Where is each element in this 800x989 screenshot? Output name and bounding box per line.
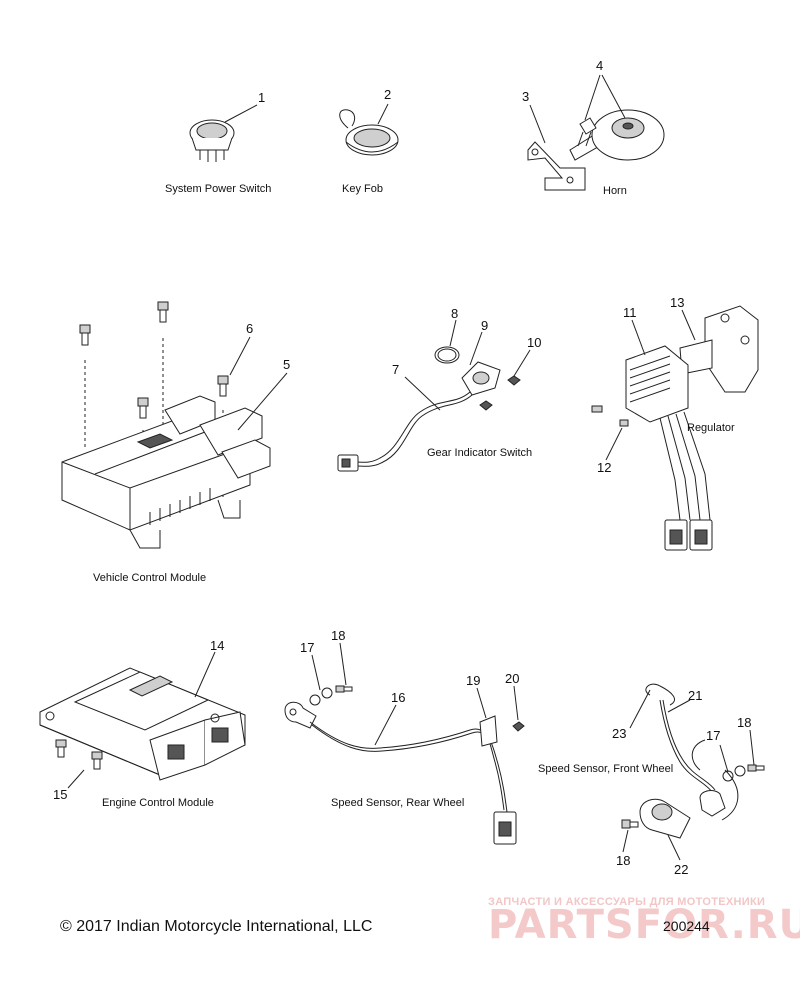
- callout-18-front-left: 18: [616, 853, 630, 868]
- speed-sensor-rear-part: [284, 642, 525, 845]
- callout-4: 4: [596, 58, 603, 73]
- callout-3: 3: [522, 89, 529, 104]
- callout-7: 7: [392, 362, 399, 377]
- regulator-part: [591, 305, 759, 551]
- gear-indicator-switch-part: [337, 319, 531, 472]
- speed-sensor-front-part: [621, 683, 765, 861]
- diagram-part-number: 200244: [663, 918, 710, 934]
- caption-horn: Horn: [603, 185, 627, 197]
- partsfor-watermark: ЗАПЧАСТИ И АКСЕССУАРЫ ДЛЯ МОТОТЕХНИКИ PA…: [488, 896, 800, 948]
- caption-regulator: Regulator: [687, 422, 735, 434]
- callout-11: 11: [623, 305, 637, 320]
- callout-6: 6: [246, 321, 253, 336]
- callout-18-front-right: 18: [737, 715, 751, 730]
- callout-10: 10: [527, 335, 541, 350]
- vehicle-control-module-part: [61, 301, 288, 549]
- callout-14: 14: [210, 638, 224, 653]
- callout-13: 13: [670, 295, 684, 310]
- engine-control-module-part: [39, 651, 246, 789]
- caption-system-power-switch: System Power Switch: [165, 183, 271, 195]
- watermark-brand: PARTSFOR.RU: [488, 902, 800, 948]
- callout-2: 2: [384, 87, 391, 102]
- copyright-text: © 2017 Indian Motorcycle International, …: [60, 918, 372, 935]
- caption-speed-sensor-rear: Speed Sensor, Rear Wheel: [331, 797, 464, 809]
- callout-18-rear: 18: [331, 628, 345, 643]
- callout-17-front: 17: [706, 728, 720, 743]
- callout-22: 22: [674, 862, 688, 877]
- callout-20: 20: [505, 671, 519, 686]
- caption-vehicle-control-module: Vehicle Control Module: [93, 572, 206, 584]
- watermark-tagline: ЗАПЧАСТИ И АКСЕССУАРЫ ДЛЯ МОТОТЕХНИКИ: [488, 896, 765, 908]
- system-power-switch-part: [189, 104, 258, 162]
- key-fob-part: [339, 103, 399, 156]
- caption-engine-control-module: Engine Control Module: [102, 797, 214, 809]
- callout-19: 19: [466, 673, 480, 688]
- callout-1: 1: [258, 90, 265, 105]
- horn-part: [527, 74, 665, 191]
- caption-gear-indicator-switch: Gear Indicator Switch: [427, 447, 532, 459]
- callout-17-rear: 17: [300, 640, 314, 655]
- callout-8: 8: [451, 306, 458, 321]
- callout-5: 5: [283, 357, 290, 372]
- callout-21: 21: [688, 688, 702, 703]
- callout-23: 23: [612, 726, 626, 741]
- callout-9: 9: [481, 318, 488, 333]
- callout-16: 16: [391, 690, 405, 705]
- callout-12: 12: [597, 460, 611, 475]
- callout-15: 15: [53, 787, 67, 802]
- caption-speed-sensor-front: Speed Sensor, Front Wheel: [538, 763, 673, 775]
- caption-key-fob: Key Fob: [342, 183, 383, 195]
